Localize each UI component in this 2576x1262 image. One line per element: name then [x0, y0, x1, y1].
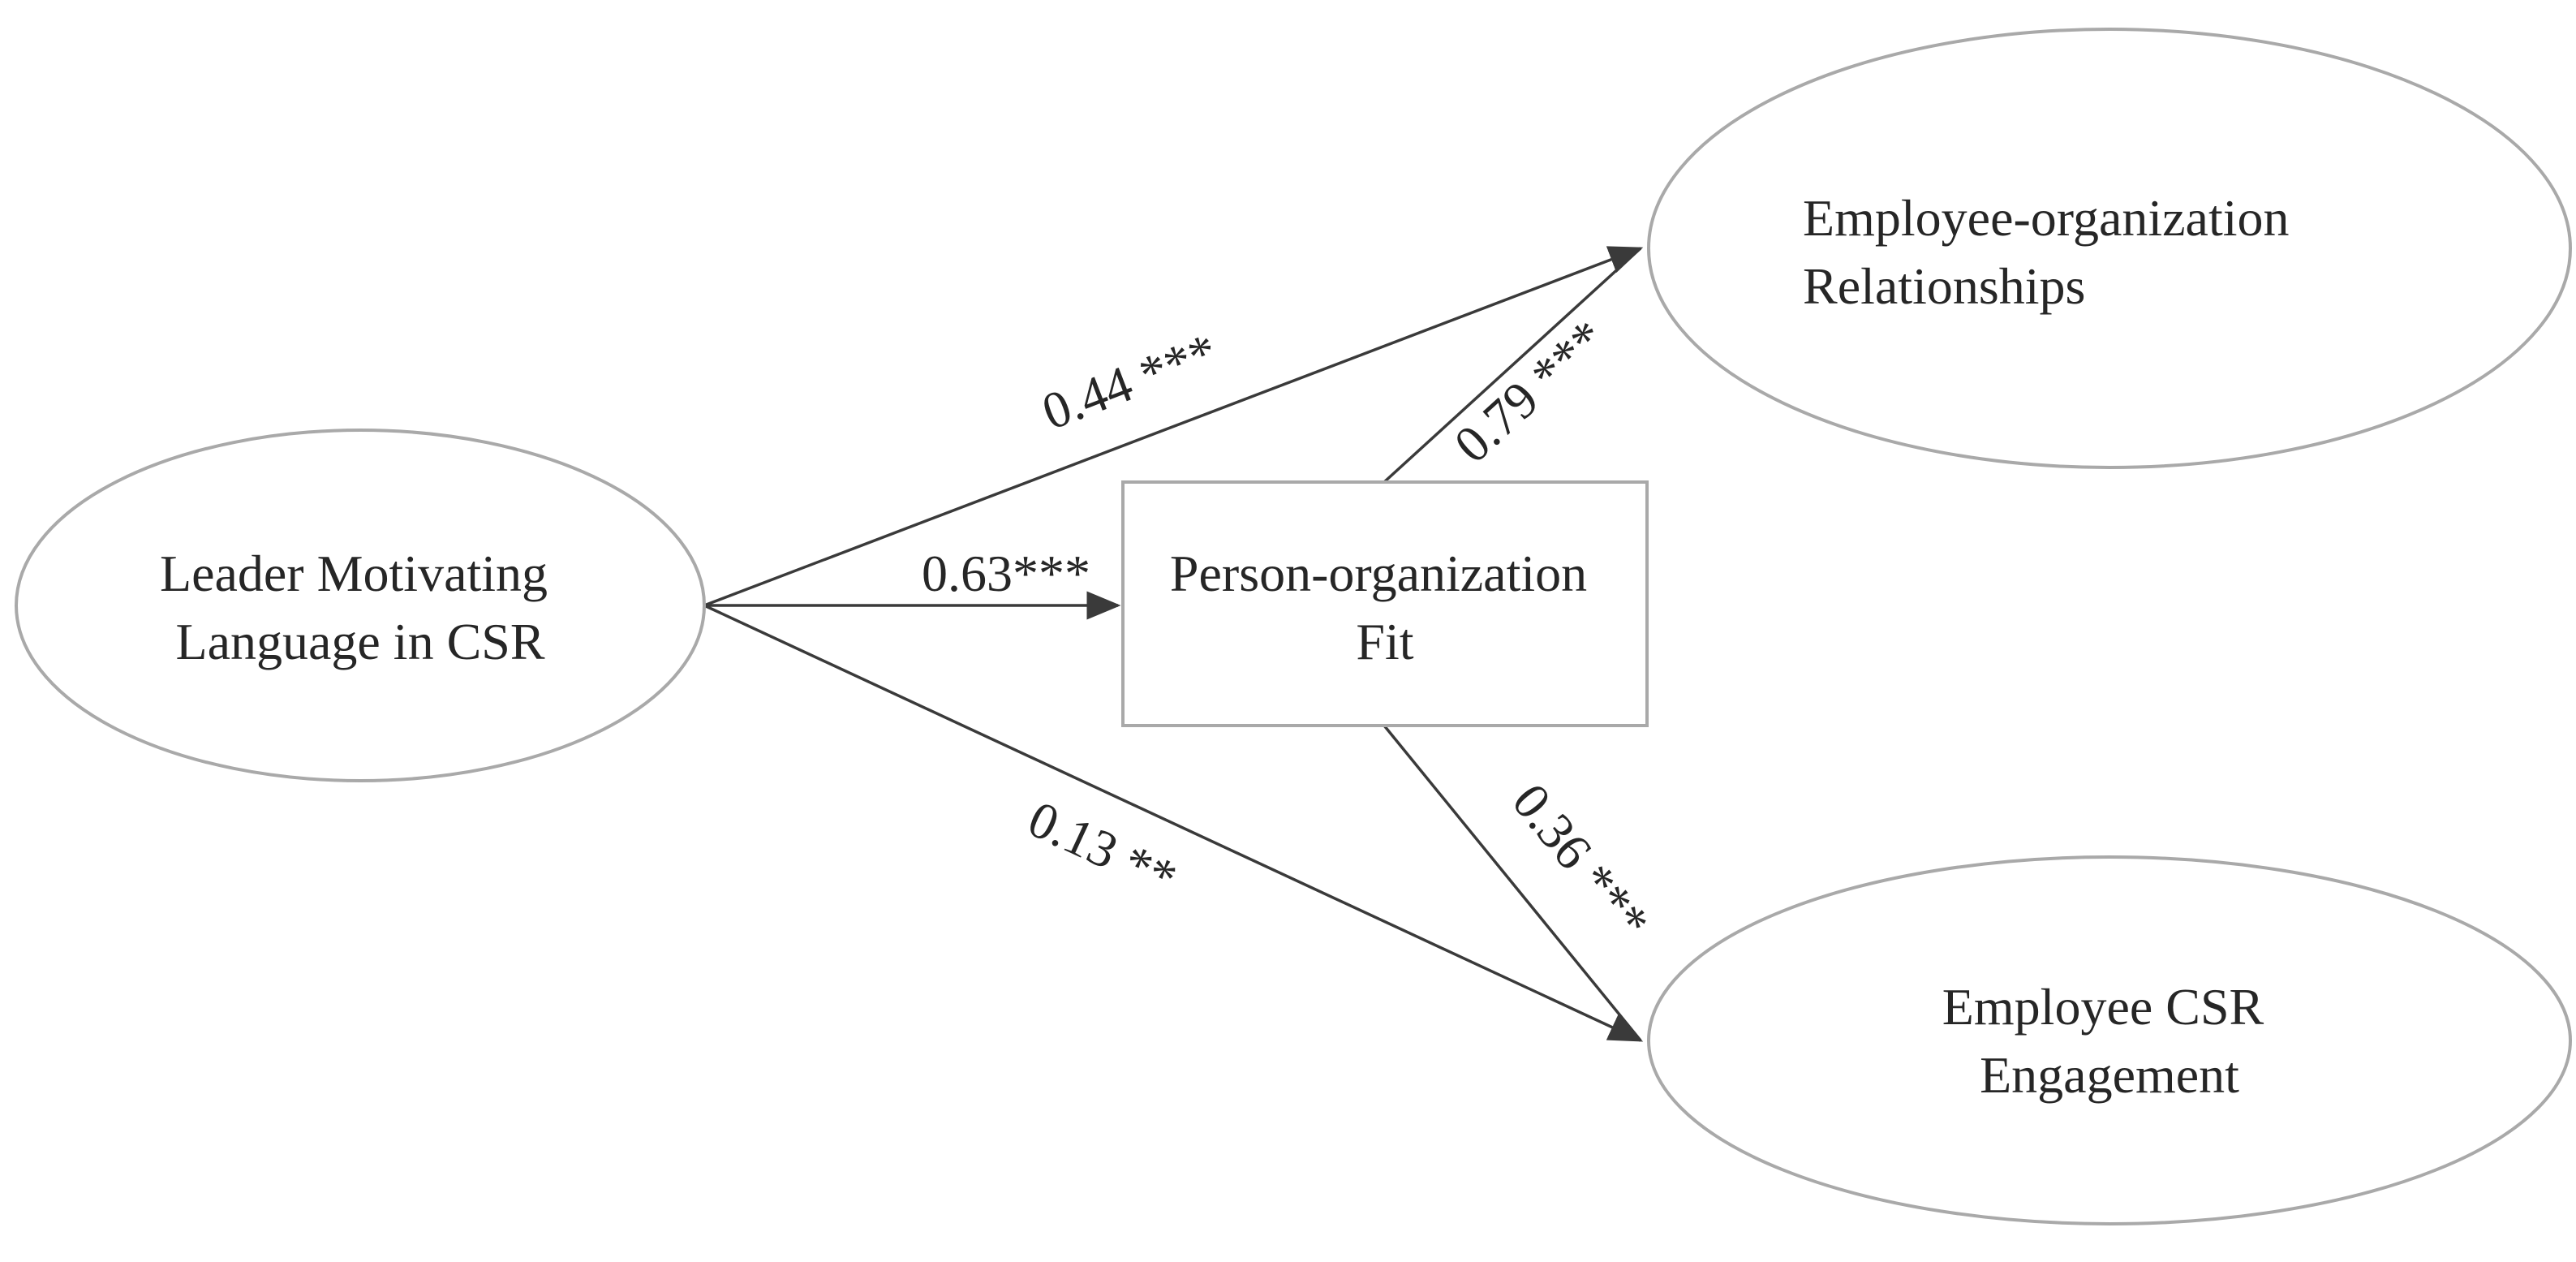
node-leader-motivating-language: Leader Motivating Language in CSR	[15, 429, 706, 782]
node-fit-label-line-1: Person-organization	[1170, 545, 1587, 602]
edge-label-leader-to-relationships: 0.44 ***	[1034, 322, 1225, 441]
node-leader-label-line-2: Language in CSR	[175, 613, 544, 670]
edge-label-leader-to-fit: 0.63***	[922, 545, 1090, 602]
node-fit-shape	[1121, 480, 1649, 727]
node-engagement-label: Employee CSR Engagement	[1942, 978, 2277, 1104]
node-relationships-label: Employee-organization Relationships	[1803, 189, 2303, 315]
node-leader-label-line-1: Leader Motivating	[160, 545, 548, 602]
node-leader-shape	[15, 429, 706, 782]
node-relationships-shape	[1647, 28, 2572, 469]
node-person-organization-fit: Person-organization Fit	[1121, 480, 1649, 727]
node-leader-label: Leader Motivating Language in CSR	[160, 545, 561, 670]
node-relationships-label-line-1: Employee-organization	[1803, 189, 2290, 247]
edge-leader-to-relationships	[703, 246, 1644, 607]
node-fit-label-line-2: Fit	[1356, 613, 1413, 670]
edge-label-fit-to-relationships: 0.79 ***	[1443, 308, 1616, 473]
node-relationships-label-line-2: Relationships	[1803, 257, 2085, 315]
edges	[703, 246, 1644, 1042]
node-employee-organization-relationships: Employee-organization Relationships	[1647, 28, 2572, 469]
node-fit-label: Person-organization Fit	[1170, 545, 1600, 670]
node-employee-csr-engagement: Employee CSR Engagement	[1647, 855, 2572, 1225]
node-engagement-label-line-2: Engagement	[1980, 1046, 2239, 1104]
edge-label-fit-to-engagement: 0.36 ***	[1501, 773, 1661, 950]
node-engagement-label-line-1: Employee CSR	[1942, 978, 2264, 1036]
edge-leader-to-engagement	[703, 604, 1644, 1042]
edge-fit-to-relationships	[1383, 247, 1642, 484]
edge-fit-to-engagement	[1383, 724, 1642, 1042]
edge-label-leader-to-engagement: 0.13 **	[1020, 790, 1185, 907]
node-engagement-shape	[1647, 855, 2572, 1225]
